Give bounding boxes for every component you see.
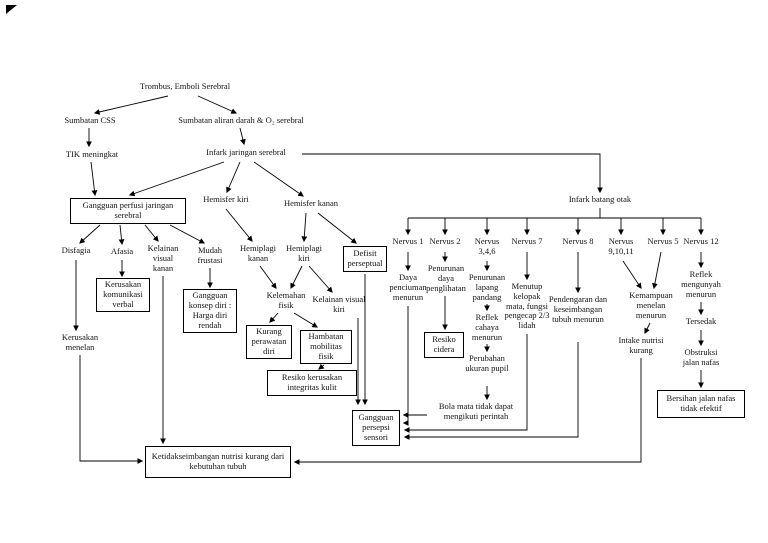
node-infark-jaringan: Infark jaringan serebral bbox=[206, 147, 286, 157]
node-reflek-mengunyah: Reflek mengunyah menurun bbox=[681, 269, 721, 299]
node-kerusakan-komunikasi: Kerusakan komunikasi verbal bbox=[96, 278, 150, 312]
node-ketidakseimbangan-nutrisi: Ketidakseimbangan nutrisi kurang dari ke… bbox=[145, 446, 291, 478]
node-hemisfer-kanan: Hemisfer kanan bbox=[283, 198, 339, 208]
node-kelainan-visual-kiri: Kelainan visual kiri bbox=[312, 294, 366, 314]
node-nervus-346: Nervus 3,4,6 bbox=[474, 236, 500, 256]
node-nervus-8: Nervus 8 bbox=[562, 236, 594, 246]
corner-mark bbox=[6, 5, 17, 14]
node-tersedak: Tersedak bbox=[685, 316, 717, 326]
node-hemisfer-kiri: Hemisfer kiri bbox=[203, 194, 249, 204]
node-penurunan-daya-penglihatan: Penurunan daya penglihatan bbox=[426, 263, 466, 293]
node-trombus: Trombus, Emboli Serebral bbox=[139, 81, 231, 91]
node-pendengaran-keseimbangan: Pendengaran dan keseimbangan tubuh menur… bbox=[548, 294, 608, 324]
node-resiko-cidera: Resiko cidera bbox=[424, 332, 464, 358]
node-reflek-cahaya: Reflek cahaya menurun bbox=[471, 312, 503, 342]
node-hemiplagi-kiri: Hemiplagi kiri bbox=[286, 243, 322, 263]
node-kelemahan-fisik: Kelemahan fisik bbox=[266, 290, 306, 310]
node-nervus-1: Nervus 1 bbox=[392, 236, 424, 246]
node-perubahan-ukuran-pupil: Perubahan ukuran pupil bbox=[465, 353, 509, 373]
node-gangguan-perfusi: Gangguan perfusi jaringan serebral bbox=[70, 198, 186, 224]
node-kemampuan-menelan: Kemampuan menelan menurun bbox=[629, 290, 673, 320]
node-hemiplagi-kanan: Hemiplagi kanan bbox=[240, 243, 276, 263]
node-kurang-perawatan: Kurang perawatan diri bbox=[246, 325, 292, 359]
node-obstruksi-jalan-nafas: Obstruksi jalan nafas bbox=[682, 347, 720, 367]
node-sumbatan-aliran: Sumbatan aliran darah & O₂ serebral bbox=[178, 115, 304, 125]
node-mudah-frustasi: Mudah frustasi bbox=[197, 245, 223, 265]
node-penurunan-lapang-pandang: Penurunan lapang pandang bbox=[468, 272, 506, 302]
node-bersihan-jalan-nafas: Bersihan jalan nafas tidak efektif bbox=[657, 390, 745, 418]
node-gangguan-konsep: Gangguan konsep diri : Harga diri rendah bbox=[183, 289, 237, 333]
node-gangguan-persepsi: Gangguan persepsi sensori bbox=[352, 410, 400, 446]
node-nervus-12: Nervus 12 bbox=[683, 236, 719, 246]
node-tik-meningkat: TIK meningkat bbox=[65, 149, 119, 159]
node-nervus-5: Nervus 5 bbox=[647, 236, 679, 246]
node-kerusakan-menelan: Kerusakan menelan bbox=[61, 332, 99, 352]
node-nervus-7: Nervus 7 bbox=[511, 236, 543, 246]
node-hambatan-mobilitas: Hambatan mobilitas fisik bbox=[300, 330, 352, 364]
node-resiko-kerusakan-kulit: Resiko kerusakan integritas kulit bbox=[267, 370, 357, 396]
node-nervus-2: Nervus 2 bbox=[429, 236, 461, 246]
node-defisit-perseptual: Defisit perseptual bbox=[343, 246, 387, 272]
node-kelainan-visual-kanan: Kelainan visual kanan bbox=[147, 243, 179, 273]
node-disfagia: Disfagia bbox=[61, 245, 91, 255]
node-sumbatan-css: Sumbatan CSS bbox=[64, 115, 116, 125]
node-daya-penciuman: Daya penciuman menurun bbox=[389, 272, 427, 302]
node-nervus-91011: Nervus 9,10,11 bbox=[608, 236, 634, 256]
node-intake-nutrisi: Intake nutrisi kurang bbox=[618, 335, 664, 355]
node-bola-mata: Bola mata tidak dapat mengikuti perintah bbox=[438, 401, 514, 421]
node-afasia: Afasia bbox=[110, 246, 134, 256]
node-infark-batang: Infark batang otak bbox=[568, 194, 632, 204]
node-menutup-kelopak: Menutup kelopak mata, fungsi pengecap 2/… bbox=[504, 281, 550, 331]
